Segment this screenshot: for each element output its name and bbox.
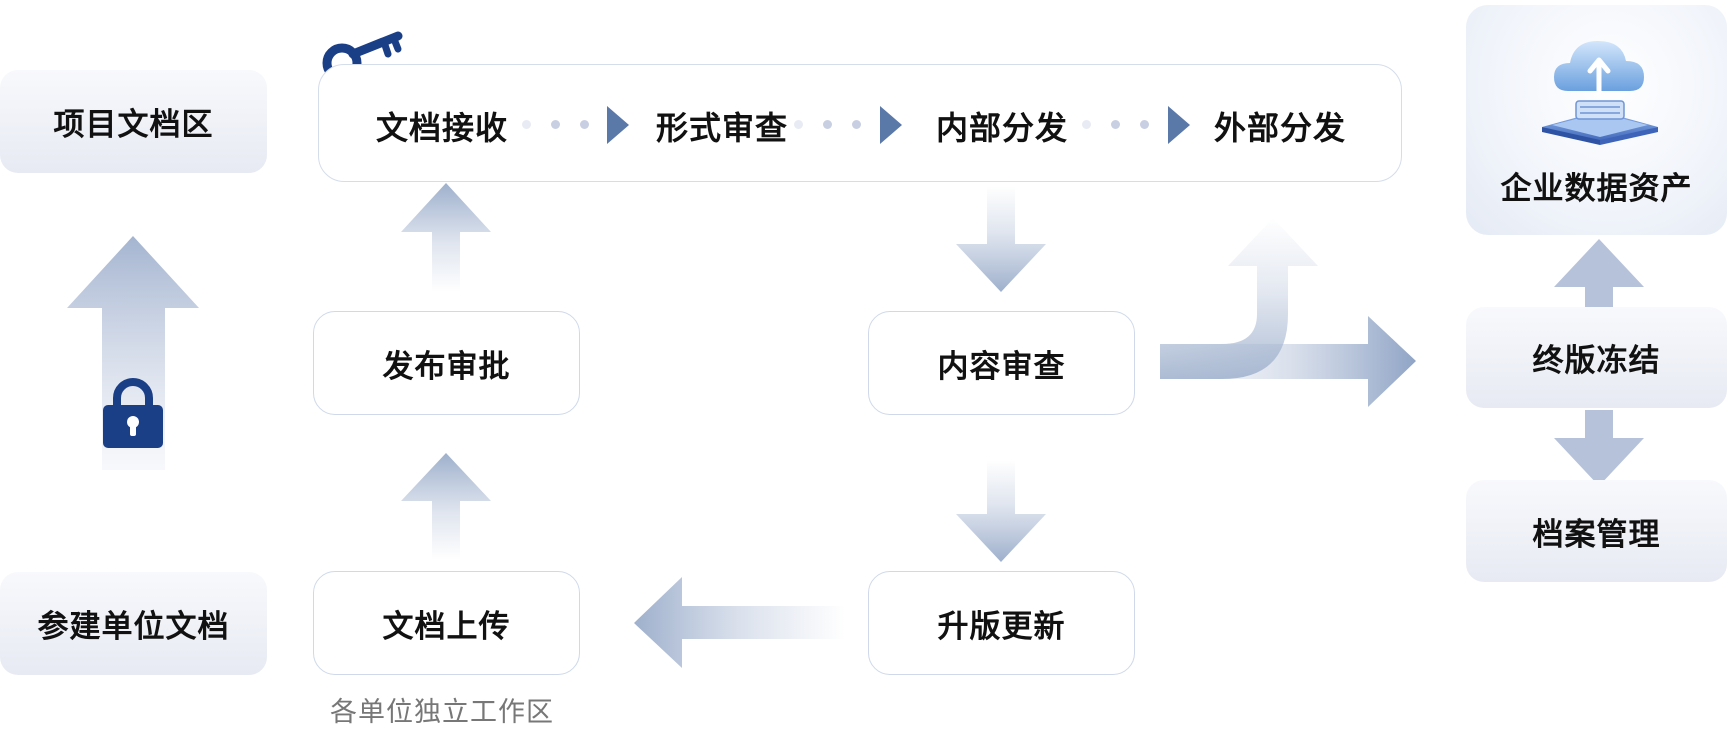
node-approval-label: 发布审批 [382,348,511,385]
node-upload-label: 文档上传 [382,608,511,645]
step-connector-dots [522,120,589,129]
step-arrow-icon [1168,106,1190,144]
cloud-server-icon [1538,29,1662,145]
node-version-update: 升版更新 [868,571,1135,675]
process-bar: 文档接收 形式审查 内部分发 外部分发 [318,64,1402,182]
node-upload: 文档上传 [313,571,580,675]
step-internal-distribution: 内部分发 [936,109,1069,147]
arrow-update-to-upload [634,577,845,668]
node-enterprise-assets-label: 企业数据资产 [1500,171,1693,207]
step-arrow-icon [607,106,629,144]
node-archive: 档案管理 [1466,480,1727,582]
arrow-content-review-to-update [956,460,1046,562]
step-connector-dots [794,120,861,129]
step-connector-dots [1082,120,1149,129]
step-format-review: 形式审查 [656,109,789,147]
arrow-approval-to-receive [401,183,491,292]
arrow-process-to-content-review [956,186,1046,292]
node-final-freeze-label: 终版冻结 [1532,343,1661,379]
arrow-freeze-to-archive [1554,410,1644,486]
node-final-freeze: 终版冻结 [1466,307,1727,408]
node-content-review-label: 内容审查 [937,348,1066,385]
node-project-docs: 项目文档区 [0,70,267,173]
node-participant-docs: 参建单位文档 [0,572,267,675]
arrow-to-project-docs [67,236,199,470]
node-approval: 发布审批 [313,311,580,415]
node-content-review: 内容审查 [868,311,1135,415]
arrow-freeze-to-assets-shape [1554,239,1644,308]
lock-icon [101,374,165,448]
node-version-update-label: 升版更新 [937,608,1066,645]
arrow-upload-to-approval [401,453,491,560]
step-receive: 文档接收 [376,109,509,147]
arrow-content-review-to-freeze [1160,316,1416,407]
node-enterprise-assets: 企业数据资产 [1466,5,1727,235]
step-arrow-icon [880,106,902,144]
arrow-branch-to-external [1160,218,1318,379]
step-external-distribution: 外部分发 [1214,109,1347,147]
node-participant-docs-label: 参建单位文档 [37,609,230,645]
node-project-docs-label: 项目文档区 [53,107,214,143]
node-archive-label: 档案管理 [1532,516,1661,553]
workspace-caption: 各单位独立工作区 [330,697,554,728]
